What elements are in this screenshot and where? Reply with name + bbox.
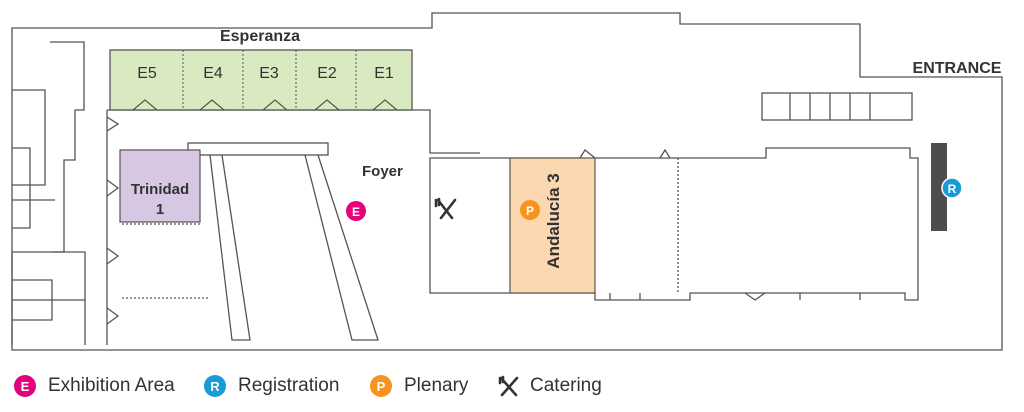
exhibition-strip: E5 E4 E3 E2 E1	[109, 49, 413, 111]
legend-exhibition: E Exhibition Area	[14, 372, 175, 400]
booth-e4: E4	[203, 65, 223, 82]
trinidad-label-line2: 1	[156, 201, 164, 218]
andalucia-hall	[429, 147, 919, 301]
plenary-marker: P	[520, 200, 540, 220]
foyer-label: Foyer	[362, 163, 403, 180]
plenary-badge-icon: P	[370, 375, 392, 397]
walkway-bridge	[187, 142, 329, 156]
andalucia-plenary-room	[509, 157, 596, 294]
booth-e1: E1	[374, 65, 394, 82]
catering-icon	[434, 197, 457, 220]
legend-plenary-label: Plenary	[404, 375, 469, 396]
legend-plenary: P Plenary	[370, 372, 468, 400]
trinidad-label-line1: Trinidad	[131, 181, 189, 198]
andalucia-label: Andalucía 3	[544, 173, 563, 268]
booth-e2: E2	[317, 65, 337, 82]
registration-badge-icon: R	[204, 375, 226, 397]
legend-exhibition-label: Exhibition Area	[48, 375, 175, 396]
svg-text:E: E	[352, 205, 360, 219]
left-service-rooms	[12, 41, 85, 253]
registration-marker: R	[941, 177, 963, 199]
booth-e5: E5	[137, 65, 157, 82]
svg-text:P: P	[526, 204, 534, 218]
esperanza-label: Esperanza	[220, 28, 300, 45]
trinidad-room	[119, 149, 201, 223]
registration-desk	[931, 143, 947, 231]
exhibition-badge-icon: E	[14, 375, 36, 397]
fork-knife-icon	[498, 375, 519, 397]
staircase	[761, 92, 913, 121]
svg-text:R: R	[948, 182, 957, 196]
booth-e3: E3	[259, 65, 279, 82]
entrance-label: ENTRANCE	[913, 60, 1002, 77]
legend-catering-label: Catering	[530, 375, 602, 396]
legend-registration-label: Registration	[238, 375, 340, 396]
building-outline	[11, 12, 1003, 351]
legend-registration: R Registration	[204, 372, 339, 400]
legend-catering: Catering	[498, 372, 602, 400]
exhibition-marker: E	[346, 201, 366, 221]
